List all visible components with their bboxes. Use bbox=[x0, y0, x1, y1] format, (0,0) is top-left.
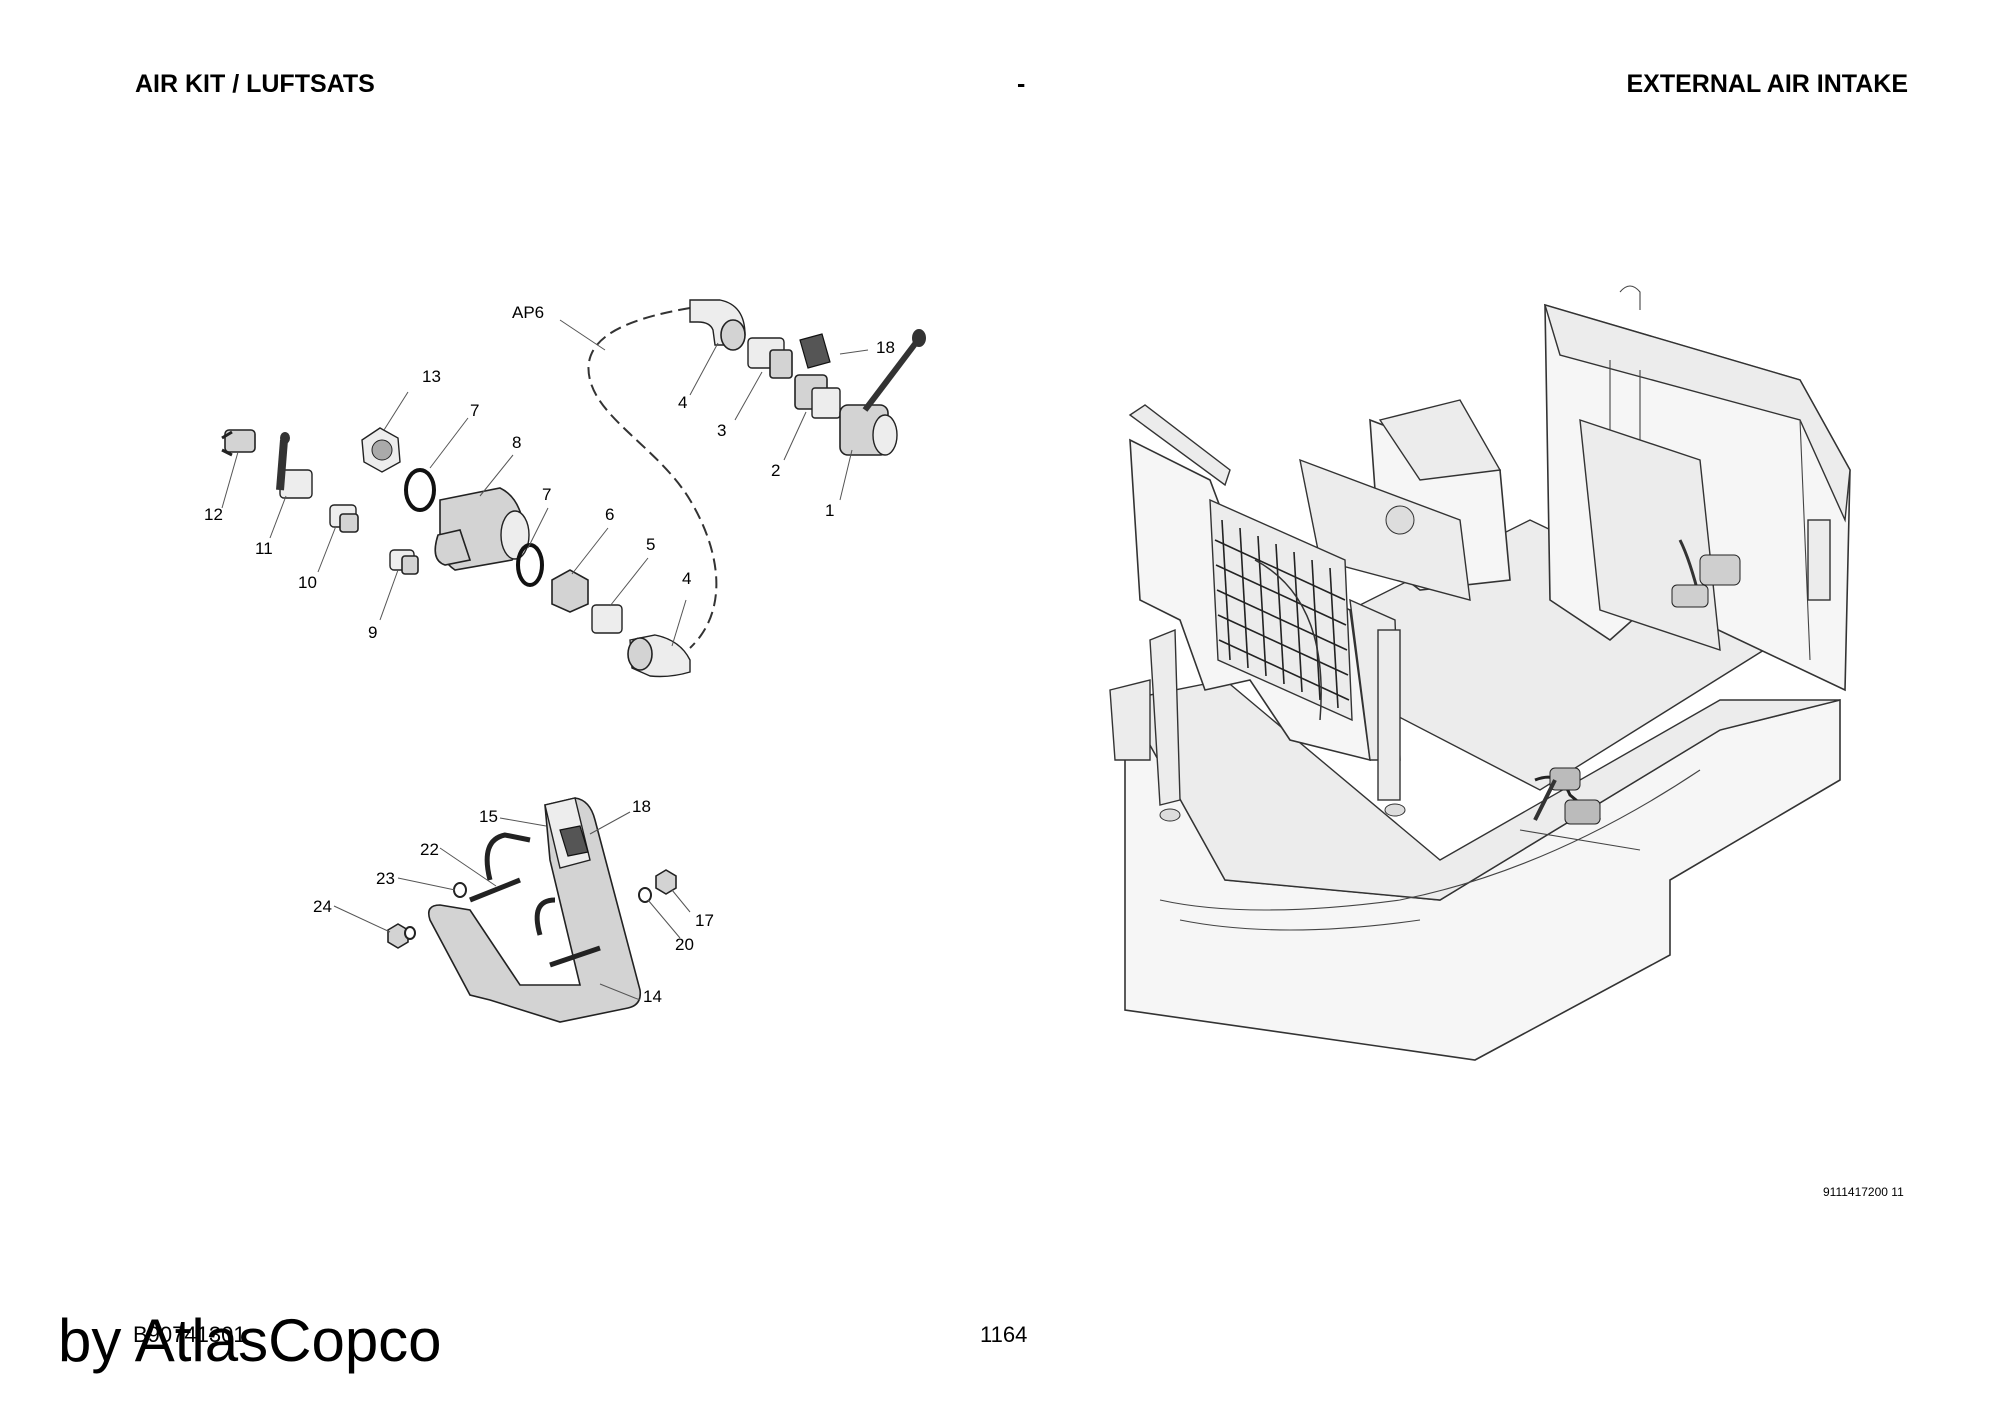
callout-18: 18 bbox=[632, 797, 651, 816]
part-4-elbow-upper bbox=[689, 299, 746, 351]
leader-lines-upper bbox=[221, 319, 869, 647]
callout-1: 1 bbox=[825, 501, 834, 520]
part-2-adapter bbox=[794, 374, 841, 419]
machine-frame-view bbox=[1109, 285, 1851, 1061]
callout-20: 20 bbox=[675, 935, 694, 954]
part-3-nipple bbox=[747, 337, 793, 379]
part-7-oring-upper bbox=[404, 468, 436, 512]
page-number: 1164 bbox=[980, 1322, 1028, 1347]
callout-24: 24 bbox=[313, 897, 332, 916]
callout-3: 3 bbox=[717, 421, 726, 440]
part-13-nut bbox=[361, 427, 401, 473]
callout-7: 7 bbox=[470, 401, 479, 420]
callout-10: 10 bbox=[298, 573, 317, 592]
part-18-strainer-lower bbox=[559, 825, 589, 857]
watermark-text: by AtlasCopco bbox=[58, 1307, 442, 1374]
callout-6: 6 bbox=[605, 505, 614, 524]
callout-14: 14 bbox=[643, 987, 662, 1006]
part-17-nut bbox=[655, 869, 677, 895]
callout-ap6: AP6 bbox=[512, 303, 544, 322]
callout-17: 17 bbox=[695, 911, 714, 930]
part-23-washer bbox=[453, 882, 467, 898]
part-22-bolt bbox=[469, 877, 521, 903]
part-7-oring-lower bbox=[516, 543, 544, 587]
exploded-view-bracket bbox=[333, 797, 691, 1023]
grille-mesh bbox=[1214, 519, 1350, 709]
part-12-claw-coupling bbox=[221, 429, 256, 457]
bottom-reference-code: B90741301 bbox=[133, 1322, 246, 1347]
callout-4: 4 bbox=[678, 393, 687, 412]
callout-9: 9 bbox=[368, 623, 377, 642]
callout-22: 22 bbox=[420, 840, 439, 859]
part-1-ball-valve bbox=[839, 329, 926, 456]
callout-5: 5 bbox=[646, 535, 655, 554]
part-9-fitting bbox=[389, 549, 419, 575]
part-20-washer bbox=[638, 887, 652, 903]
part-14-bracket bbox=[427, 797, 642, 1023]
part-10-nipple bbox=[329, 504, 359, 533]
hose-ap6 bbox=[587, 307, 718, 649]
header-left-title: AIR KIT / LUFTSATS bbox=[135, 70, 375, 98]
part-24-nut bbox=[387, 923, 416, 949]
exploded-view-hose-assembly bbox=[221, 299, 926, 678]
callout-7: 7 bbox=[542, 485, 551, 504]
part-15-ubolt bbox=[484, 832, 531, 881]
callout-18: 18 bbox=[876, 338, 895, 357]
document-number: 9111417200 11 bbox=[1823, 1185, 1904, 1199]
part-8-filter-housing bbox=[434, 487, 530, 571]
part-11-valve-handle bbox=[276, 432, 313, 499]
leader-lines-lower bbox=[333, 811, 691, 1001]
part-4-elbow-lower bbox=[627, 634, 691, 678]
header-center-title: - bbox=[1017, 70, 1026, 98]
part-5-nipple bbox=[591, 604, 623, 634]
callout-23: 23 bbox=[376, 869, 395, 888]
callout-13: 13 bbox=[422, 367, 441, 386]
callout-15: 15 bbox=[479, 807, 498, 826]
header-right-title: EXTERNAL AIR INTAKE bbox=[1626, 70, 1909, 98]
part-18-strainer-upper bbox=[799, 333, 831, 369]
callout-11: 11 bbox=[255, 539, 273, 558]
part-6-nut bbox=[551, 569, 589, 613]
callout-8: 8 bbox=[512, 433, 521, 452]
callout-4: 4 bbox=[682, 569, 691, 588]
callout-2: 2 bbox=[771, 461, 780, 480]
callout-labels: AP6 18 13 7 8 4 3 2 1 12 11 10 9 7 6 5 4… bbox=[204, 303, 895, 1006]
callout-12: 12 bbox=[204, 505, 223, 524]
